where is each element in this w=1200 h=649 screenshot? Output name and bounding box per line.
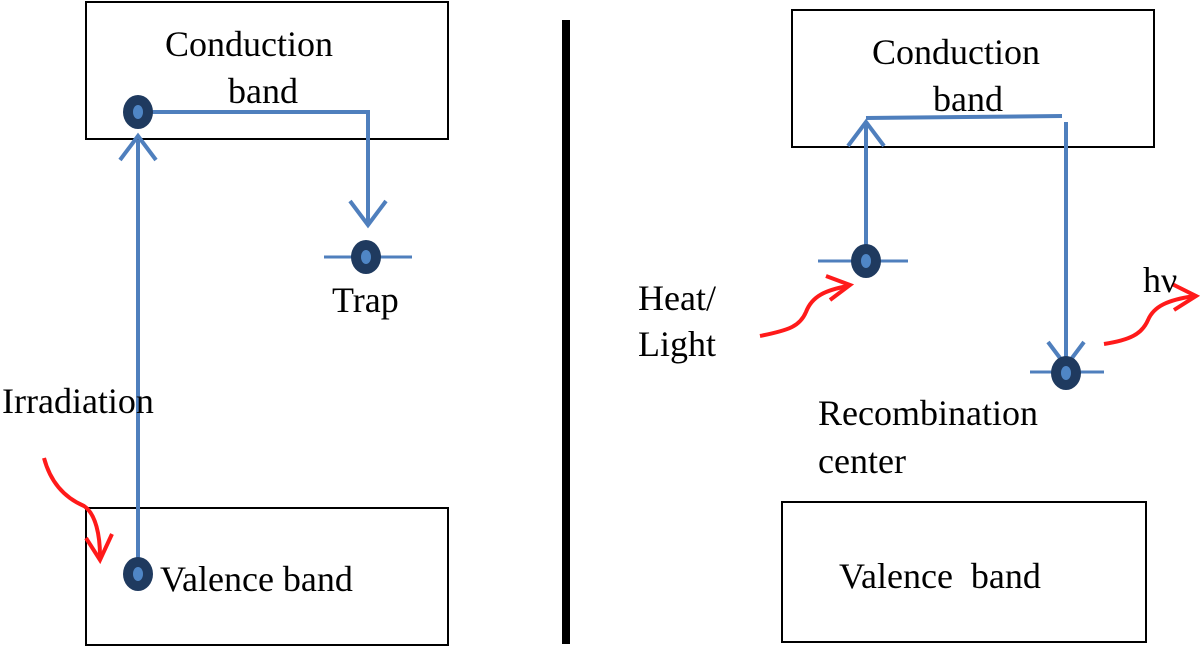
photon-label: hν <box>1143 260 1178 300</box>
right-conduction-band-label-line2: band <box>933 79 1003 119</box>
right-conduction-band-box <box>791 9 1155 148</box>
right-recombination-arrow-shaft <box>865 114 1063 120</box>
heat-light-red-arrowhead <box>825 274 855 302</box>
right-release-arrowhead <box>846 118 886 148</box>
right-electron-trap <box>851 244 881 278</box>
left-conduction-band-box <box>85 1 449 140</box>
irradiation-label: Irradiation <box>2 381 154 421</box>
trap-label: Trap <box>332 280 399 320</box>
right-valence-band-box <box>781 501 1147 643</box>
heat-light-red-arrow <box>759 284 849 338</box>
left-trapping-arrow-shaft <box>138 110 370 225</box>
left-trapping-arrowhead <box>348 199 388 229</box>
photon-red-arrow <box>1103 294 1195 346</box>
left-electron-conduction <box>123 95 153 129</box>
left-electron-trap <box>351 240 381 274</box>
left-electron-valence <box>123 557 153 591</box>
left-excitation-arrowhead <box>118 132 158 162</box>
right-electron-recombination <box>1051 356 1081 390</box>
recombination-label: Recombination <box>818 393 1038 433</box>
left-valence-band-box <box>85 507 449 646</box>
right-valence-band-label: Valence band <box>839 556 1041 596</box>
heat-label: Heat/ <box>638 278 716 318</box>
left-conduction-band-label-line1: Conduction <box>165 24 333 64</box>
center-label: center <box>818 441 906 481</box>
photon-red-arrowhead <box>1171 282 1200 312</box>
irradiation-red-arrowhead <box>84 533 114 565</box>
irradiation-red-arrow <box>42 457 102 557</box>
light-label: Light <box>638 324 716 364</box>
left-valence-band-label: Valence band <box>160 559 353 599</box>
right-conduction-band-label-line1: Conduction <box>872 32 1040 72</box>
left-conduction-band-label-line2: band <box>228 71 298 111</box>
